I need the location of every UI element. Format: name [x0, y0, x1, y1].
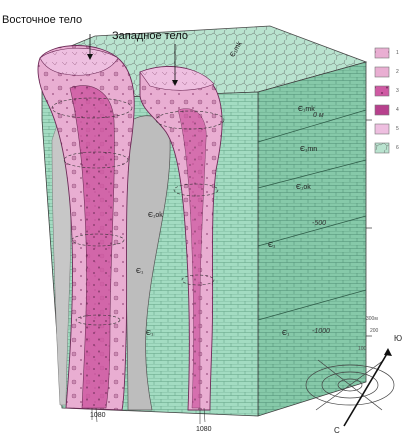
depth-label-0: 0 м [313, 112, 324, 119]
bottom-mark-east: 1080 [90, 412, 106, 419]
unit-label-r3: Є₁ok [296, 184, 311, 191]
compass-scale-100: 100 [358, 346, 366, 352]
compass-north: Ю [394, 334, 402, 343]
legend-label-2: 2 [396, 69, 399, 75]
depth-label-1000: -1000 [312, 328, 330, 335]
unit-label-r2: Є₁mn [300, 146, 317, 153]
west-body-label: Западное тело [112, 30, 188, 42]
legend-swatch-4 [375, 105, 389, 115]
unit-label-i1: Є₁ [136, 268, 143, 275]
compass-scale-300: 300м [366, 316, 378, 322]
legend-label-3: 3 [396, 88, 399, 94]
legend-swatch-2 [375, 67, 389, 77]
unit-label-r4: Є₁ [268, 242, 275, 249]
legend-swatch-3 [375, 86, 389, 96]
legend-label-5: 5 [396, 126, 399, 132]
legend-swatch-5 [375, 124, 389, 134]
compass-scale-200: 200 [370, 328, 378, 334]
legend-label-4: 4 [396, 107, 399, 113]
unit-label-i3: Є₁ok [148, 212, 163, 219]
legend-label-6: 6 [396, 145, 399, 151]
depth-label-500: -500 [312, 220, 326, 227]
compass-south: С [334, 426, 340, 435]
legend-label-1: 1 [396, 50, 399, 56]
unit-label-i2: Є₁ [146, 330, 153, 337]
unit-label-r1: Є₁mk [298, 106, 315, 113]
depth-ticks [366, 120, 372, 336]
unit-label-r5: Є₁ [282, 330, 289, 337]
legend-swatch-1 [375, 48, 389, 58]
east-body-label: Восточное тело [2, 14, 82, 26]
bottom-mark-west: 1080 [196, 426, 212, 433]
legend-swatch-6 [375, 143, 389, 153]
legend [375, 48, 389, 153]
